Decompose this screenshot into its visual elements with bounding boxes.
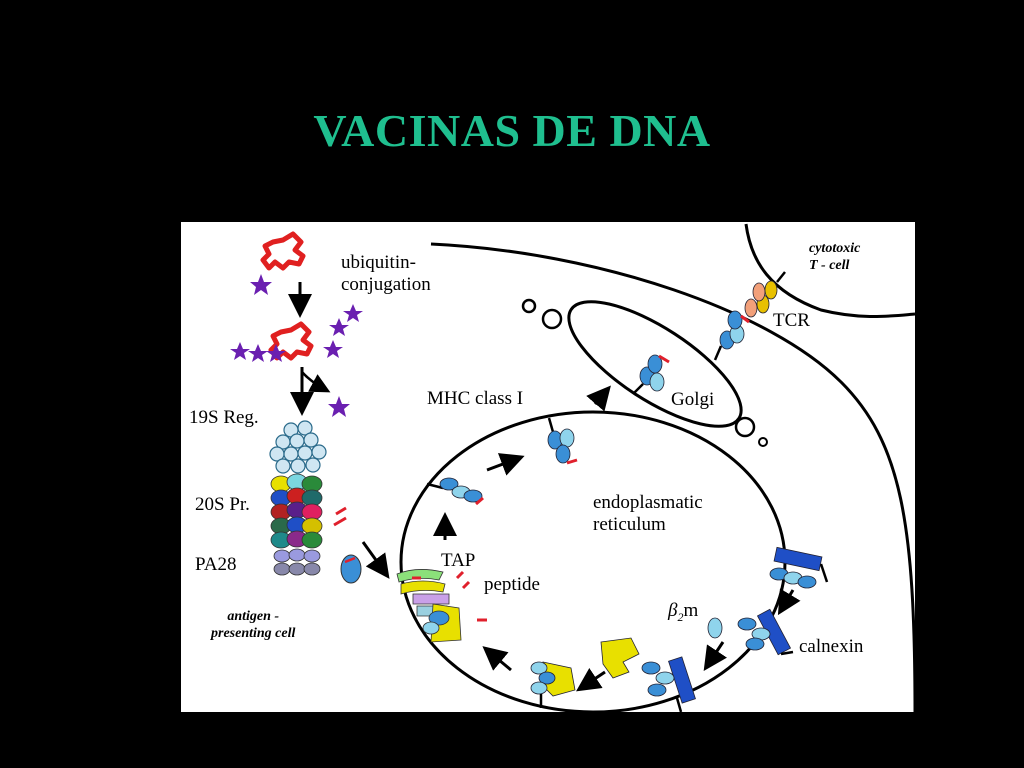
beta-symbol: β	[668, 600, 678, 621]
label-pa28: PA28	[195, 554, 237, 575]
golgi-membrane	[567, 300, 743, 428]
label-peptide: peptide	[484, 574, 540, 595]
arrow	[361, 541, 390, 579]
chaperone-protein	[600, 637, 640, 679]
calnexin-complex	[769, 546, 829, 589]
golgi-vesicle	[541, 308, 563, 330]
label-calnexin: calnexin	[799, 636, 864, 657]
mhc-class-i-molecule	[632, 354, 670, 395]
mhc-assembly	[641, 656, 696, 712]
label-endoplasmic-reticulum: endoplasmatic reticulum	[593, 492, 703, 535]
slide-title: VACINAS DE DNA	[313, 105, 711, 156]
star-icon	[250, 274, 272, 295]
arrow	[301, 371, 331, 393]
label-tap: TAP	[441, 550, 476, 571]
ubiquitinated-protein	[268, 321, 314, 361]
diagram-drawing	[230, 223, 915, 712]
arrow	[482, 646, 512, 672]
golgi-vesicle	[758, 437, 768, 447]
label-golgi: Golgi	[671, 389, 715, 410]
golgi-vesicle	[734, 416, 756, 438]
calnexin-complex	[737, 608, 794, 656]
label-tcr: TCR	[773, 310, 810, 331]
apc-membrane	[430, 242, 915, 712]
beta-subscript: 2	[677, 609, 684, 624]
golgi-vesicle	[521, 298, 537, 314]
pa28-activator	[273, 548, 321, 576]
label-19s-regulator: 19S Reg.	[189, 407, 259, 428]
label-cytotoxic-t-cell: cytotoxic T - cell	[809, 241, 861, 273]
mhc-class-i-pathway-diagram: ubiquitin- conjugation 19S Reg. 20S Pr. …	[181, 222, 915, 712]
arrow	[777, 588, 801, 616]
mhc-class-i-molecule	[547, 417, 578, 465]
t-cell-membrane	[744, 223, 915, 318]
arrow	[586, 385, 611, 412]
peptide-fragments	[333, 506, 347, 527]
star-icon	[328, 396, 350, 417]
label-ubiquitin-conjugation: ubiquitin- conjugation	[341, 252, 431, 295]
arrow	[576, 668, 606, 692]
label-beta2-microglobulin: β2m	[668, 600, 698, 628]
label-mhc-class-i: MHC class I	[427, 388, 524, 409]
label-antigen-presenting-cell: antigen - presenting cell	[211, 609, 296, 641]
mhc-chaperone-complex	[530, 661, 576, 708]
mhc-class-i-molecule	[426, 477, 484, 506]
tap-transporter	[396, 569, 462, 643]
label-20s-proteasome: 20S Pr.	[195, 494, 250, 515]
proteasome-19s-regulator	[269, 420, 327, 474]
arrow	[486, 453, 525, 476]
tcr-mhc-complex	[713, 271, 786, 361]
arrow	[703, 641, 727, 671]
ubiquitin-chain	[230, 304, 363, 362]
ubiquitin-protein	[260, 231, 306, 271]
beta-m: m	[683, 600, 699, 621]
beta2m-subunit	[707, 617, 723, 639]
proteasome-20s-core	[270, 473, 323, 549]
peptide-marks	[412, 570, 487, 622]
